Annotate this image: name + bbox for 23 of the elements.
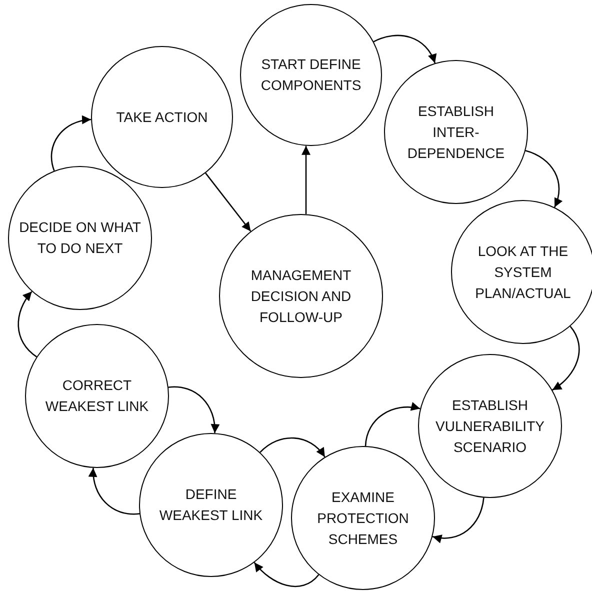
arrow (168, 386, 220, 434)
arrow (364, 402, 420, 446)
step-label: LOOK AT THE SYSTEM PLAN/ACTUAL (474, 242, 572, 302)
arrow (552, 326, 580, 391)
step-label: DECIDE ON WHAT TO DO NEXT (18, 218, 142, 258)
step-label: MANAGEMENT DECISION AND FOLLOW-UP (250, 266, 352, 326)
arrow (205, 172, 252, 232)
step-label: ESTABLISH INTER- DEPENDENCE (406, 102, 506, 162)
step-label: CORRECT WEAKEST LINK (44, 376, 150, 416)
arrow (254, 562, 320, 587)
arrow (525, 150, 562, 208)
arrow (50, 116, 92, 171)
step-label: START DEFINE COMPONENTS (260, 55, 362, 95)
arrow (373, 34, 436, 64)
step-label: DEFINE WEAKEST LINK (158, 485, 264, 525)
arrow (18, 291, 37, 358)
step-label: TAKE ACTION (115, 108, 209, 126)
step-label: EXAMINE PROTECTION SCHEMES (316, 488, 410, 548)
arrow (260, 437, 326, 458)
arrow (88, 468, 140, 515)
arrow (432, 498, 484, 543)
arrow (302, 146, 310, 214)
step-label: ESTABLISH VULNERABILITY SCENARIO (434, 396, 546, 456)
